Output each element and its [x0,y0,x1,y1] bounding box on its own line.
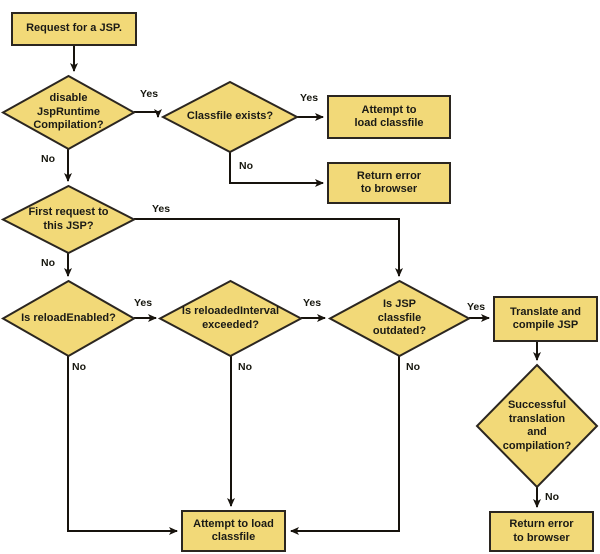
edge-label-no-jsp-outdated: No [406,361,420,373]
edge-label-yes-disable: Yes [140,88,159,100]
edge-label-no-first-request: No [41,257,55,269]
edges-group [64,45,541,535]
edge-label-no-reload-enabled: No [72,361,86,373]
node-is_reload_enabled[interactable] [0,279,137,358]
edge-label-yes-jsp-outdated: Yes [467,301,486,313]
node-return_error_top[interactable] [327,162,451,204]
node-request[interactable] [11,12,137,46]
node-is_jsp_outdated[interactable] [327,279,472,358]
node-first_request[interactable] [0,184,137,255]
edge-label-no-classfile: No [239,160,253,172]
edge-disable-yes-to-classfile [134,109,162,118]
edge-label-no-successful: No [545,491,559,503]
edge-first-request-yes-to-jsp-outdated [134,218,403,277]
edge-label-yes-reload-enabled: Yes [134,297,153,309]
edge-reload-enabled-no-to-attempt-bottom [67,356,178,535]
edge-label-no-reloaded-interval: No [238,361,252,373]
node-disable_compilation[interactable] [0,74,137,151]
edge-label-yes-reloaded-interval: Yes [303,297,322,309]
node-attempt_load_bottom[interactable] [181,510,286,552]
edge-jsp-outdated-no-to-attempt-bottom [290,356,400,535]
node-attempt_load_top[interactable] [327,95,451,139]
node-return_error_bottom[interactable] [489,511,594,552]
node-successful_translation[interactable] [475,363,599,489]
edge-label-no-disable: No [41,153,55,165]
edge-classfile-no-to-return-error [229,152,324,187]
node-translate_compile[interactable] [493,296,598,342]
node-classfile_exists[interactable] [160,80,300,154]
edge-label-yes-classfile: Yes [300,92,319,104]
nodes-group [0,12,599,552]
edge-label-yes-first-request: Yes [152,203,171,215]
node-is_reloaded_interval[interactable] [157,279,304,358]
